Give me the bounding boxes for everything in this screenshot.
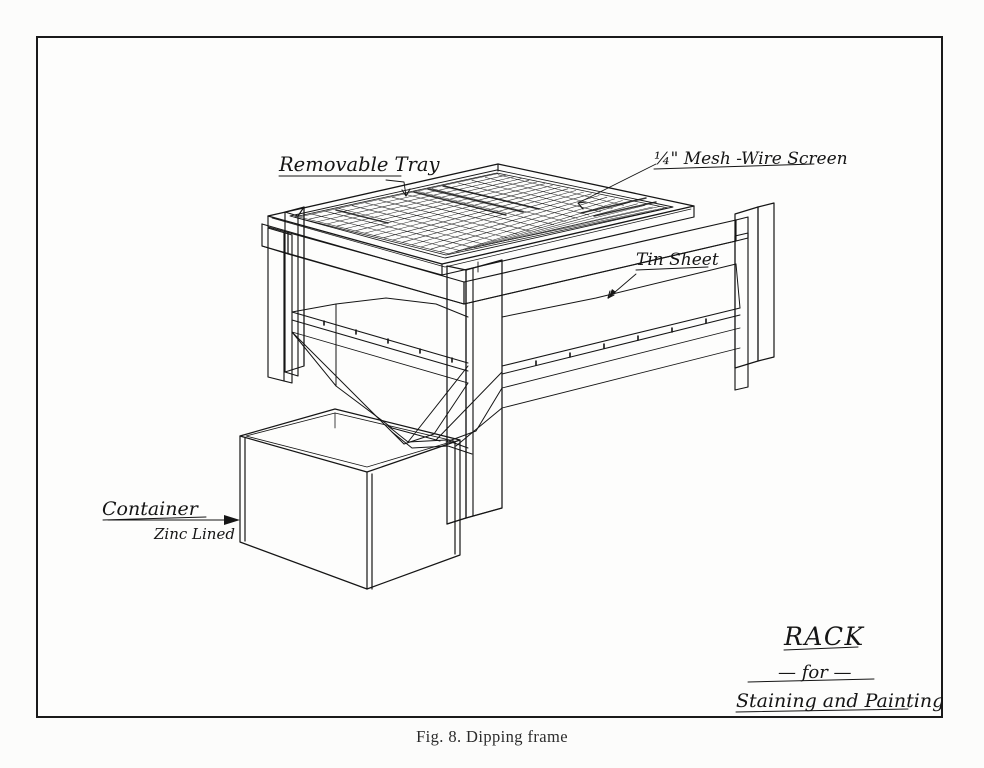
leader-container bbox=[107, 515, 240, 525]
underline-container bbox=[102, 516, 207, 521]
leader-tin-sheet bbox=[607, 273, 637, 299]
figure-caption: Fig. 8. Dipping frame bbox=[416, 727, 568, 746]
label-tin-sheet: Tin Sheet bbox=[636, 250, 719, 270]
underline-tin-sheet bbox=[635, 266, 709, 271]
container-box bbox=[239, 408, 461, 590]
underline-rack bbox=[783, 646, 859, 651]
label-container-sub: Zinc Lined bbox=[153, 525, 235, 543]
leg-front-left bbox=[267, 227, 293, 384]
tin-sheet-funnel bbox=[291, 263, 741, 455]
leader-removable-tray bbox=[385, 179, 411, 197]
removable-tray bbox=[267, 163, 695, 276]
label-mesh-screen: ¼" Mesh -Wire Screen bbox=[654, 149, 848, 169]
leg-front-center bbox=[446, 259, 503, 525]
dipping-frame-drawing: Removable Tray ¼" Mesh -Wire Screen Tin … bbox=[102, 149, 943, 713]
table-top-frame bbox=[261, 216, 749, 305]
label-removable-tray: Removable Tray bbox=[278, 153, 441, 176]
leg-rear-right bbox=[734, 202, 775, 369]
underline-staining bbox=[735, 708, 909, 713]
leg-front-right bbox=[734, 232, 749, 391]
title-block: RACK — for — Staining and Painting bbox=[736, 622, 943, 712]
label-underlines bbox=[102, 163, 909, 713]
rail-tack-marks bbox=[323, 318, 707, 366]
underline-mesh bbox=[653, 163, 815, 170]
annotation-texts: Removable Tray ¼" Mesh -Wire Screen Tin … bbox=[102, 149, 848, 543]
underline-for bbox=[747, 678, 875, 683]
label-container: Container bbox=[102, 498, 200, 520]
plate-border bbox=[36, 36, 943, 718]
stretcher-rail-right bbox=[501, 307, 741, 409]
title-for: — for — bbox=[778, 662, 852, 683]
leader-mesh-screen bbox=[577, 163, 657, 210]
stretcher-rail-left bbox=[291, 311, 469, 384]
title-rack: RACK bbox=[783, 622, 865, 651]
title-staining-painting: Staining and Painting bbox=[736, 690, 943, 712]
mesh-shading bbox=[335, 185, 657, 224]
